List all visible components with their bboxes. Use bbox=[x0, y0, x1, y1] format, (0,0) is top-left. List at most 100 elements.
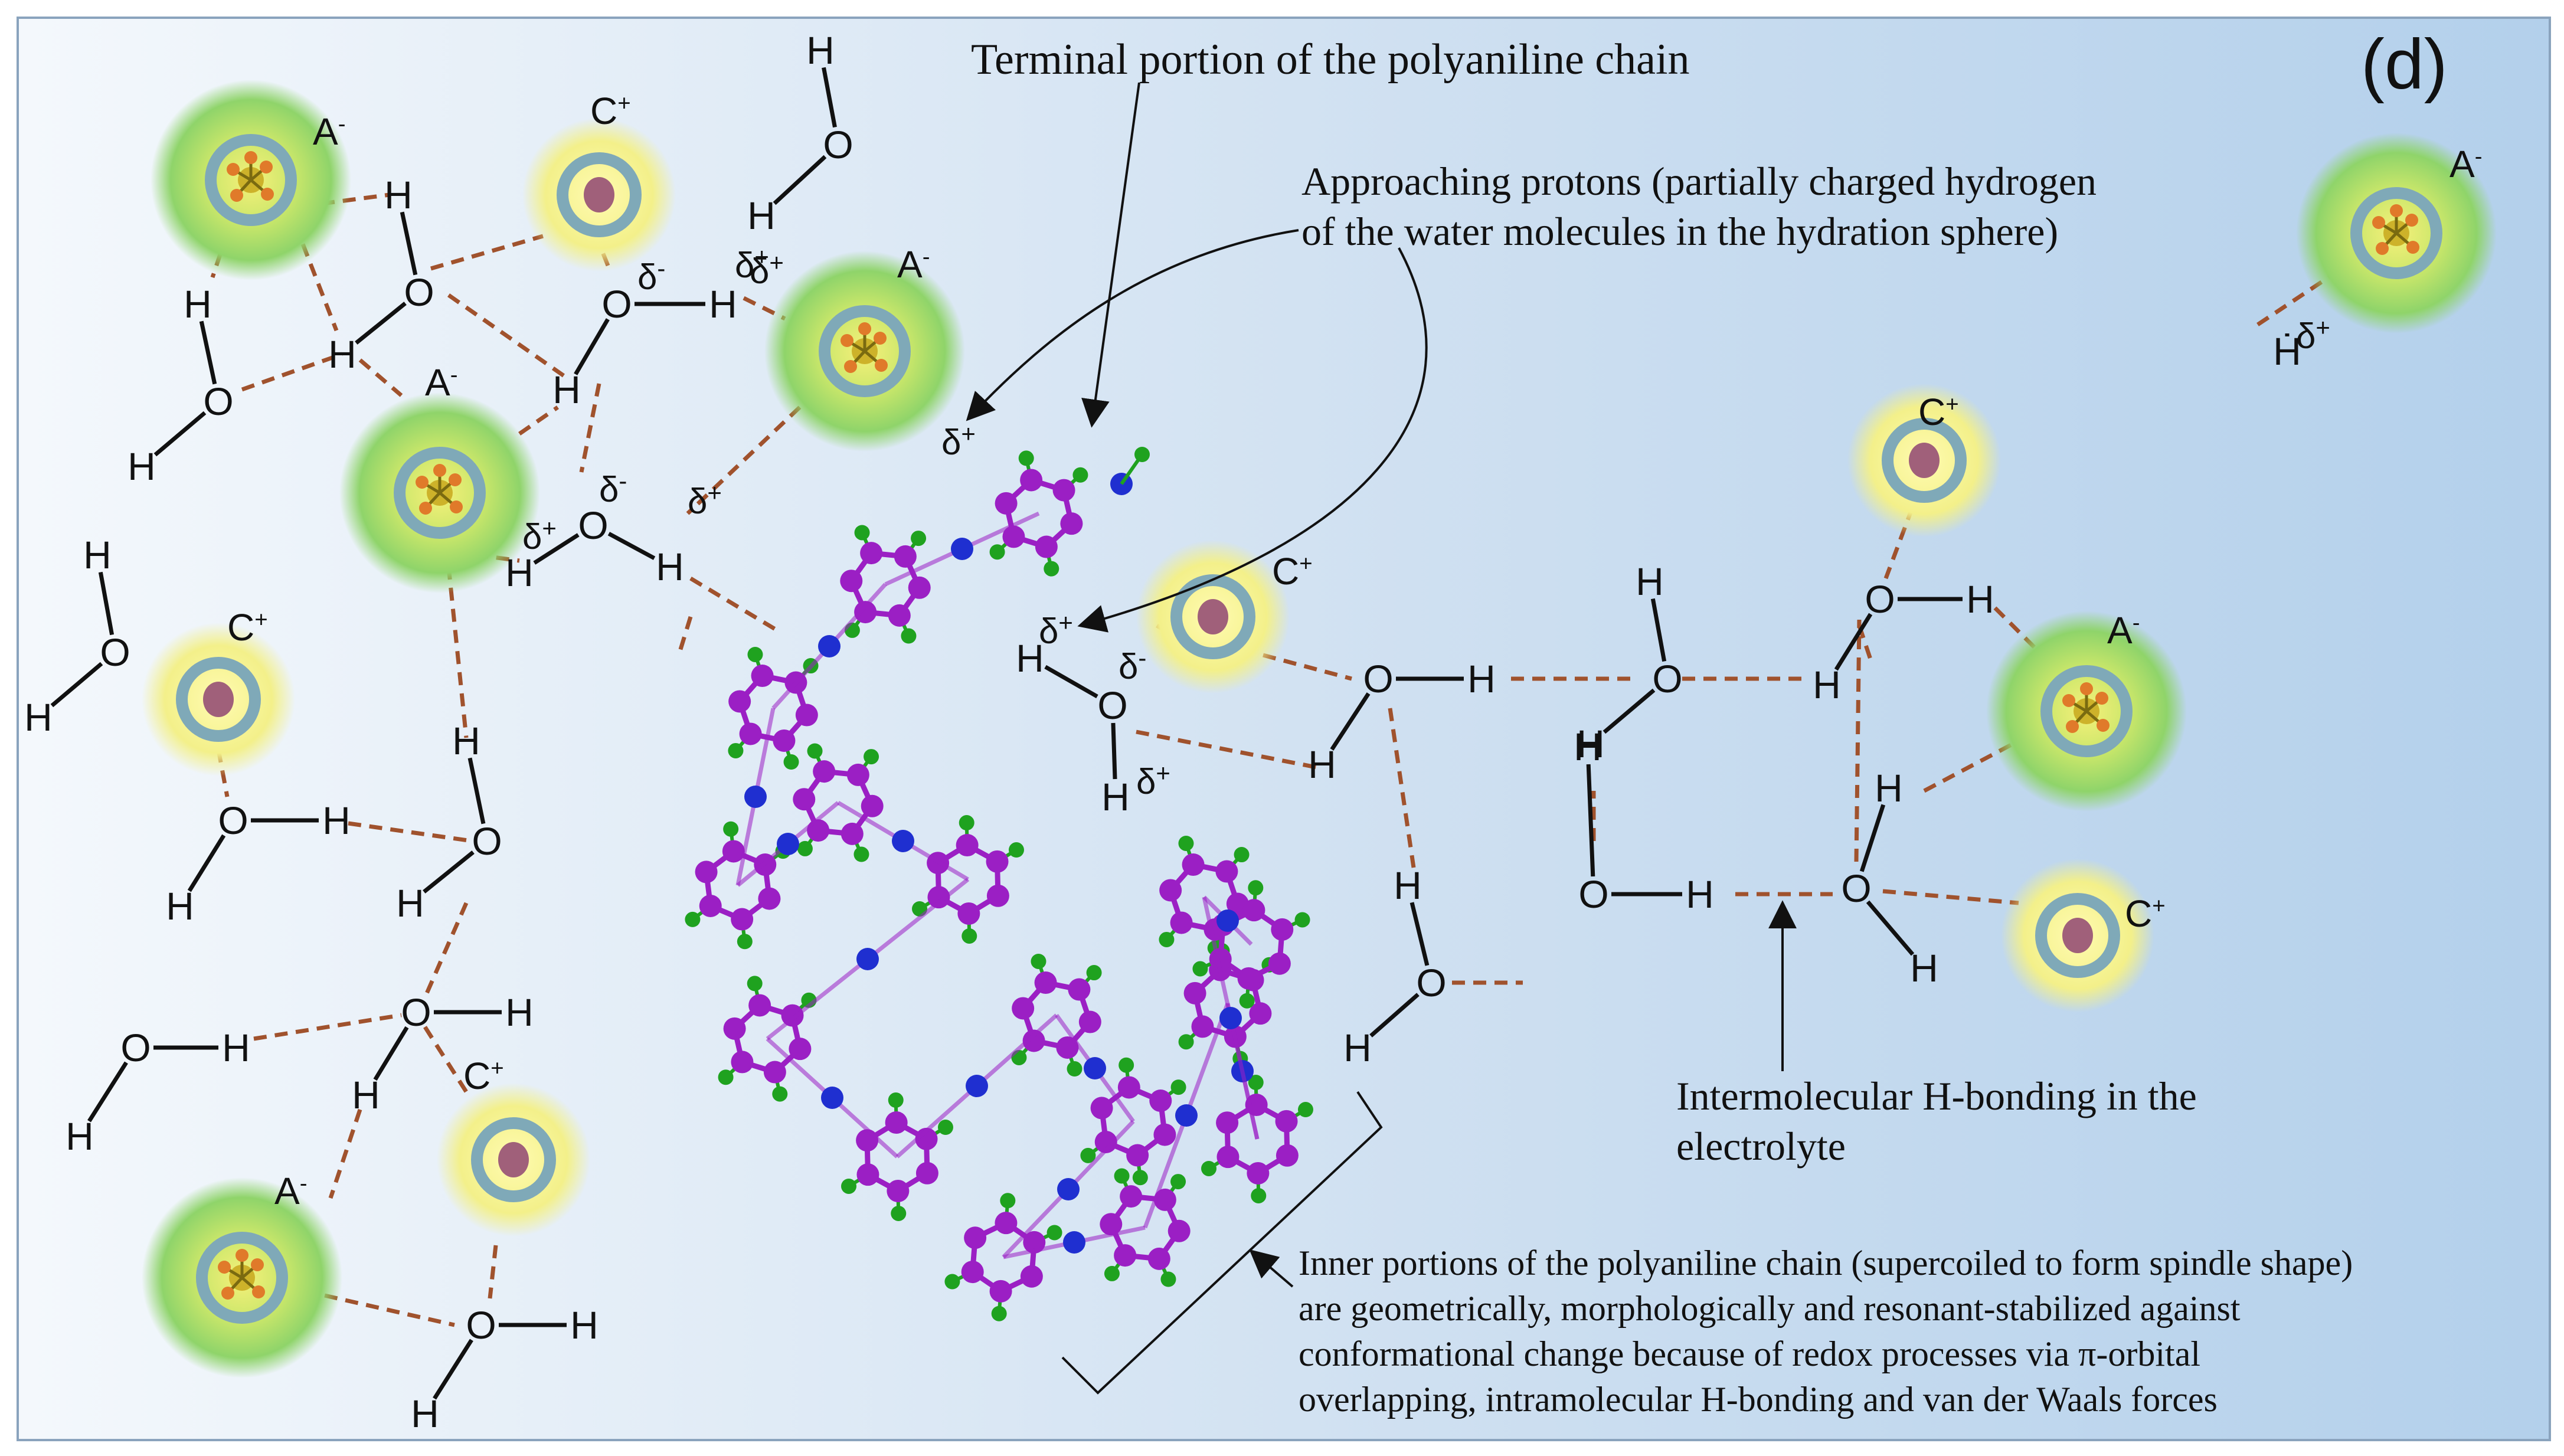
hydrogen-atom: H bbox=[552, 368, 581, 411]
hydrogen-bond bbox=[676, 616, 693, 656]
carbon-ball bbox=[908, 576, 931, 599]
panel-label: (d) bbox=[2361, 25, 2448, 104]
carbon-ball bbox=[1120, 1185, 1143, 1208]
hydrogen-ball bbox=[1008, 842, 1024, 858]
carbon-ball bbox=[894, 545, 917, 568]
cation-label: C+ bbox=[463, 1055, 504, 1097]
carbon-ball bbox=[1078, 1010, 1101, 1033]
annotation-arrows bbox=[966, 82, 1797, 1395]
cation-shell bbox=[2035, 893, 2120, 978]
anion-label: A- bbox=[274, 1170, 307, 1212]
oh-bond bbox=[822, 67, 837, 128]
carbon-ball bbox=[961, 1261, 984, 1284]
hydrogen-bond bbox=[488, 1245, 498, 1299]
hydrogen-ball bbox=[1086, 965, 1102, 981]
delta-minus-label: δ- bbox=[637, 254, 665, 297]
cation-core bbox=[498, 1142, 529, 1177]
hydrogen-bond bbox=[423, 1026, 468, 1093]
carbon-ball bbox=[1034, 971, 1057, 994]
hydrogen-ball bbox=[901, 628, 917, 644]
oh-bond bbox=[773, 155, 827, 205]
carbon-ball bbox=[989, 1280, 1012, 1303]
hydrogen-atom: H bbox=[1574, 725, 1602, 768]
nitrogen-ball bbox=[951, 538, 973, 560]
cation: C+ bbox=[437, 1055, 590, 1236]
hydrogen-ball bbox=[1297, 1102, 1313, 1118]
hydrogen-ball bbox=[772, 1086, 788, 1102]
anion-label: A- bbox=[313, 110, 345, 153]
hydrogen-ball bbox=[1018, 450, 1034, 466]
carbon-ball bbox=[856, 1129, 879, 1152]
carbon-ball bbox=[1237, 967, 1260, 990]
cation: C+ bbox=[2001, 859, 2166, 1012]
cation: C+ bbox=[142, 606, 295, 776]
hydrogen-ball bbox=[1248, 1075, 1264, 1091]
nitrogen-ball bbox=[777, 833, 799, 855]
anion-cluster-icon bbox=[416, 464, 463, 515]
carbon-ball bbox=[856, 1163, 879, 1186]
carbon-ball bbox=[1149, 1089, 1172, 1113]
hydrogen-ball bbox=[1000, 1193, 1016, 1209]
cation: C+ bbox=[522, 90, 676, 271]
oh-bond bbox=[574, 318, 610, 375]
cation: C+ bbox=[1136, 540, 1313, 693]
inner-annotation-line3: conformational change because of redox p… bbox=[1299, 1334, 2200, 1373]
carbon-ball bbox=[1090, 1097, 1113, 1120]
anion-shell bbox=[205, 134, 297, 226]
carbon-ball bbox=[1002, 525, 1025, 548]
hydrogen-atom: H bbox=[1016, 636, 1044, 680]
hydrogen-bond bbox=[1993, 606, 2044, 657]
hydrogen-bond bbox=[579, 383, 601, 473]
oh-bond bbox=[1330, 692, 1371, 751]
hydrogen-bond bbox=[293, 223, 339, 332]
oh-bond bbox=[98, 571, 115, 636]
carbon-ball bbox=[995, 1212, 1018, 1235]
oxygen-atom: O bbox=[203, 379, 233, 423]
ion-group: A-A-A-A-A-A-C+C+C+C+C+C+ bbox=[142, 80, 2497, 1378]
hydrogen-bond bbox=[446, 566, 469, 738]
oh-bond bbox=[373, 1026, 409, 1081]
carbon-ball bbox=[927, 886, 950, 909]
oh-bond bbox=[1586, 764, 1595, 877]
carbon-ball bbox=[813, 760, 836, 783]
arrow-inner bbox=[1249, 1249, 1294, 1288]
cation-core bbox=[584, 177, 614, 212]
hydrogen-atom: H bbox=[24, 695, 53, 739]
oxygen-atom: O bbox=[1363, 657, 1393, 701]
anion-shell bbox=[2040, 665, 2133, 757]
carbon-ball bbox=[723, 1017, 746, 1040]
anion: A- bbox=[151, 80, 351, 280]
carbon-ball bbox=[1117, 1076, 1140, 1099]
anion-cluster-icon bbox=[227, 151, 274, 202]
carbon-ball bbox=[1020, 469, 1043, 492]
hydrogen-atom: H bbox=[166, 884, 194, 928]
hydrogen-ball bbox=[891, 1205, 907, 1221]
anion: A- bbox=[339, 361, 540, 593]
oxygen-atom: O bbox=[1416, 961, 1446, 1005]
oxygen-atom: O bbox=[1865, 577, 1895, 621]
anion-shell bbox=[394, 447, 486, 539]
carbon-ball bbox=[1271, 918, 1294, 941]
carbon-ball bbox=[1060, 512, 1083, 535]
hydrogen-atom: H bbox=[1875, 766, 1903, 810]
carbon-ball bbox=[731, 1051, 754, 1074]
hydrogen-atom: H bbox=[1636, 560, 1664, 603]
hydrogen-atom: H bbox=[2273, 329, 2301, 373]
carbon-ball bbox=[1249, 1002, 1272, 1025]
oh-bond bbox=[1409, 902, 1430, 966]
polyaniline-chain bbox=[685, 447, 1313, 1321]
delta-plus-label: δ+ bbox=[1136, 759, 1170, 801]
hydrogen-atom: H bbox=[222, 1026, 250, 1069]
carbon-ball bbox=[887, 1179, 910, 1202]
hydrogen-ball bbox=[911, 531, 927, 547]
hydrogen-atom: H bbox=[1966, 577, 1994, 621]
hydrogen-bond bbox=[1882, 889, 2019, 905]
carbon-ball bbox=[841, 822, 864, 845]
hydrogen-ball bbox=[1080, 1147, 1096, 1163]
hydrogen-ball bbox=[747, 976, 763, 992]
hydrogen-bond bbox=[253, 1013, 402, 1041]
hydrogen-atom: H bbox=[66, 1114, 94, 1158]
anion: A- bbox=[764, 243, 965, 451]
carbon-ball bbox=[807, 819, 830, 842]
hydrogen-atom: H bbox=[1343, 1026, 1372, 1069]
